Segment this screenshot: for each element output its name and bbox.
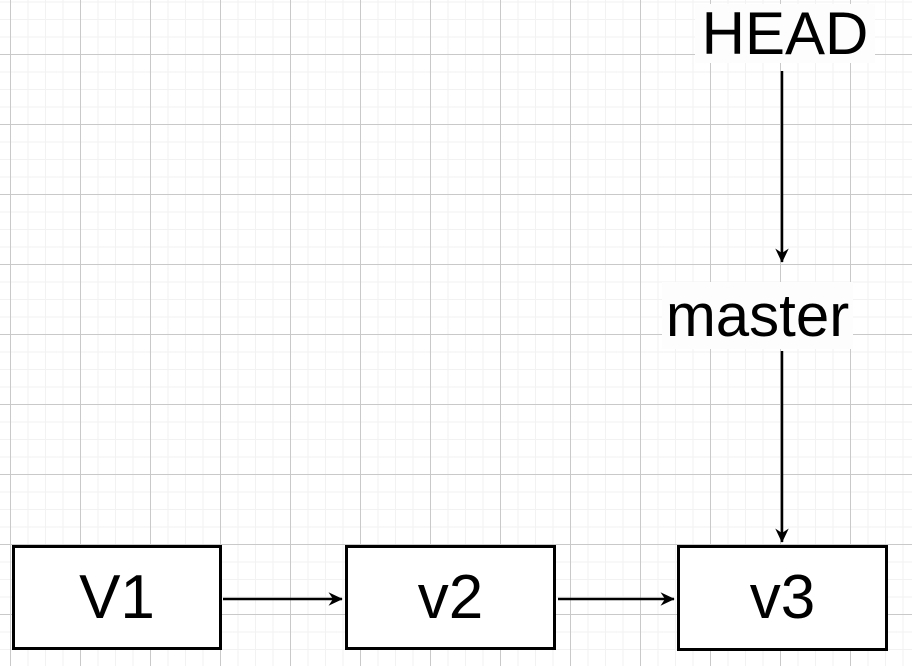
commit-node-v3-label: v3 [749, 563, 816, 632]
pointer-label-master[interactable]: master [662, 282, 853, 349]
pointer-master-text: master [665, 281, 850, 349]
pointer-label-head[interactable]: HEAD [695, 0, 875, 67]
commit-node-v2-label: v2 [417, 562, 484, 632]
commit-node-v1-label: V1 [79, 562, 155, 632]
commit-node-v2[interactable]: v2 [345, 545, 556, 650]
commit-node-v3[interactable]: v3 [677, 545, 888, 651]
commit-node-v1[interactable]: V1 [12, 545, 222, 650]
pointer-head-text: HEAD [701, 0, 869, 67]
